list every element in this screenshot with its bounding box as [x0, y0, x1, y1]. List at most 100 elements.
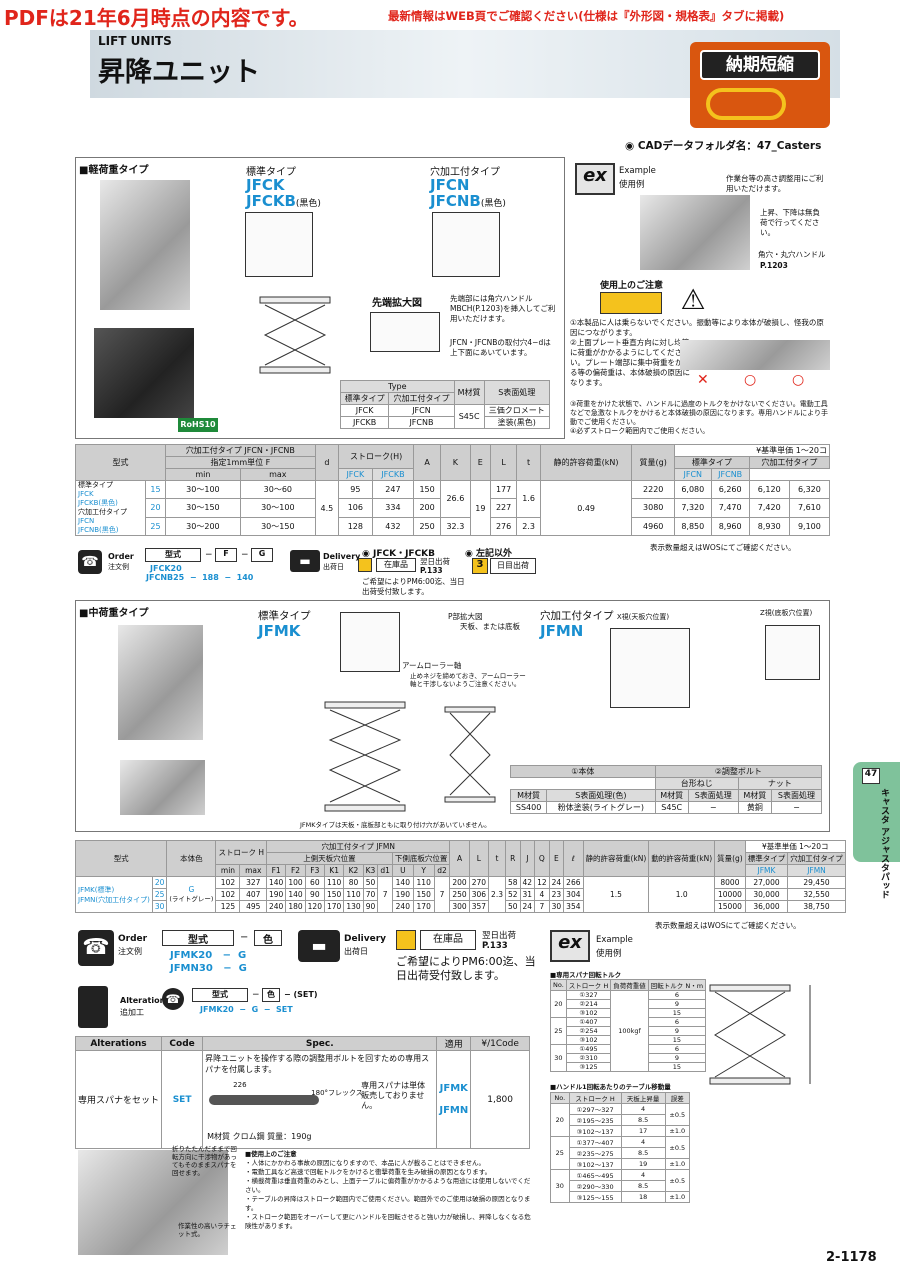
alter-set-label: (SET) [293, 990, 318, 999]
wos-note-1: 表示数量超えはWOSにてご確認ください。 [650, 543, 796, 552]
order-g-box: G [251, 548, 273, 562]
example-note-1: 作業台等の高さ調整用にご利用いただけます。 [726, 174, 824, 193]
p-view-note: 天板、または底板 [460, 622, 520, 631]
phone-icon-2: ☎ [78, 930, 114, 966]
medium-unit-folded-photo [120, 760, 205, 815]
caution-item-2: ②上面プレート垂直方向に対し均等に荷重がかかるようにしてください。プレート端部に… [570, 338, 690, 387]
spanner-usage-photo [78, 1150, 228, 1255]
order2-label-jp: 注文例 [118, 947, 142, 956]
phone-icon: ☎ [78, 550, 102, 574]
next2-label: 翌日出荷 [482, 931, 517, 941]
caution-list: ①本製品に人は乗らないでください。振動等により本体が破損し、怪我の原因につながり… [570, 318, 830, 388]
notice-sub: 最新情報はWEB頁でご確認ください(仕様は『外形図・規格表』タブに掲載) [388, 9, 785, 23]
stock-box-icon [358, 558, 372, 572]
light-unit-black-photo [94, 328, 194, 418]
example-note-3: 角穴・丸穴ハンドル [758, 250, 826, 259]
medium-side-view [324, 701, 406, 812]
alter-color-box: 色 [262, 988, 280, 1002]
example-page: P.1203 [760, 261, 788, 270]
alteration-label-jp: 追加工 [120, 1008, 144, 1017]
light-side-view-diagram [259, 296, 331, 374]
p-view-label: P部拡大図 [448, 612, 483, 621]
days-num: 3 [472, 558, 488, 574]
medium-std-label: 標準タイプ [258, 610, 311, 622]
light-section-title: ■軽荷重タイプ [79, 165, 149, 176]
hole-type-label: 穴加工付タイプ [430, 167, 500, 178]
phone-icon-3: ☎ [162, 988, 184, 1010]
notice-main: PDFは21年6月時点の内容です。 [4, 6, 309, 30]
z-view-diagram [765, 625, 820, 680]
page-title: 昇降ユニット [98, 57, 260, 88]
roll-icon [706, 88, 786, 120]
order2-label: Order [118, 934, 148, 944]
tip-note: 先端部には角穴ハンドルMBCH(P.1203)を挿入してご利用いただけます。 [450, 294, 556, 323]
medium-section-title: ■中荷重タイプ [79, 608, 149, 619]
medium-unit-photo [118, 625, 203, 740]
mark-ng: ✕ [697, 372, 709, 388]
medium-front-view [444, 706, 496, 803]
order2-type-box: 型式 [162, 930, 234, 946]
lock-note: 止めネジを締めておき、アームローラー軸と干渉しないようご注意ください。 [410, 672, 526, 688]
medium-top-view [340, 612, 400, 672]
spanner-material: M材質 クロム鋼 質量：190g [207, 1132, 312, 1141]
next-day-label: 翌日出荷 [420, 557, 450, 566]
truck-icon: ▬ [290, 550, 320, 572]
spanner-icon [209, 1095, 320, 1105]
arm-roller-label: アームローラー軸 [402, 661, 462, 670]
order-ex-1: JFCK20 [150, 564, 182, 573]
std-type-label: 標準タイプ [246, 167, 296, 178]
caution-list-2: ③荷重をかけた状態で、ハンドルに過度のトルクをかけないでください。電動工具などで… [570, 400, 830, 436]
stock2-label: 在庫品 [420, 930, 476, 950]
medium-section [75, 600, 830, 832]
caution-label-icon [600, 292, 662, 314]
order-label: Order [108, 552, 134, 561]
x-view-diagram [610, 628, 690, 708]
page-number: 2-1178 [826, 1250, 877, 1265]
disc-icon: ◉ [625, 140, 638, 152]
order2-color-box: 色 [254, 930, 282, 946]
z-view-label: Z視(底板穴位置) [760, 609, 813, 617]
move-title: ■ハンドル1回転あたりのテーブル移動量 [550, 1083, 671, 1091]
example2-label: Example [596, 935, 633, 945]
delivery2-label-jp: 出荷日 [344, 947, 368, 956]
std-top-view-diagram [245, 212, 313, 277]
usage-caption-1: 折りたたんだままで回転方向に干渉物があってもそのままスパナを回せます。 [172, 1145, 237, 1177]
truck-icon-2: ▬ [298, 930, 340, 962]
example2-label-jp: 使用例 [596, 949, 622, 959]
caution-item-3: ③荷重をかけた状態で、ハンドルに過度のトルクをかけないでください。電動工具などで… [570, 400, 829, 426]
caution-item-4: ④必ずストローク範囲内でご使用ください。 [570, 427, 710, 435]
spanner-note: 専用スパナは単体販売しておりません。 [361, 1081, 426, 1110]
days-label: 日目出荷 [490, 558, 536, 574]
warning-triangle-icon: ⚠ [680, 283, 706, 316]
example-label: Example [619, 166, 656, 176]
hole-code-2: JFCNB [430, 192, 481, 210]
spanner-length: 226 [233, 1081, 247, 1089]
order-label-jp: 注文例 [108, 563, 129, 571]
load-direction-diagram [680, 340, 830, 370]
next-day-page: P.133 [420, 566, 443, 575]
order-f-box: F [215, 548, 237, 562]
medium-hole-code: JFMN [540, 622, 584, 640]
torque-title: ■専用スパナ回転トルク [550, 971, 622, 979]
light-section [75, 157, 565, 439]
rohs-badge: RoHS10 [178, 418, 218, 432]
ex-icon-2: ex [550, 930, 590, 962]
order-ex-2: JFCNB25 − 188 − 140 [146, 573, 254, 582]
mark-ok-1: ○ [744, 372, 757, 388]
medium-hole-note: JFMKタイプは天板・底板部ともに取り付け穴があいていません。 [300, 821, 491, 829]
example-photo [640, 195, 750, 270]
order-type-box: 型式 [145, 548, 201, 562]
order2-ex-2: JFMN30 − G [170, 963, 247, 974]
spanner-spec: 昇降ユニットを操作する際の調整用ボルトを回すための専用スパナを付属します。 [205, 1054, 430, 1074]
side-tab-number: 47 [862, 768, 880, 784]
light-unit-photo [100, 180, 190, 310]
alteration-label: Alteration [120, 996, 166, 1005]
stock-box-icon-2 [396, 930, 416, 950]
side-tab-label: キャスタ アジャスタパッド [879, 788, 889, 900]
alter-example: JFMK20 − G − SET [200, 1005, 293, 1014]
